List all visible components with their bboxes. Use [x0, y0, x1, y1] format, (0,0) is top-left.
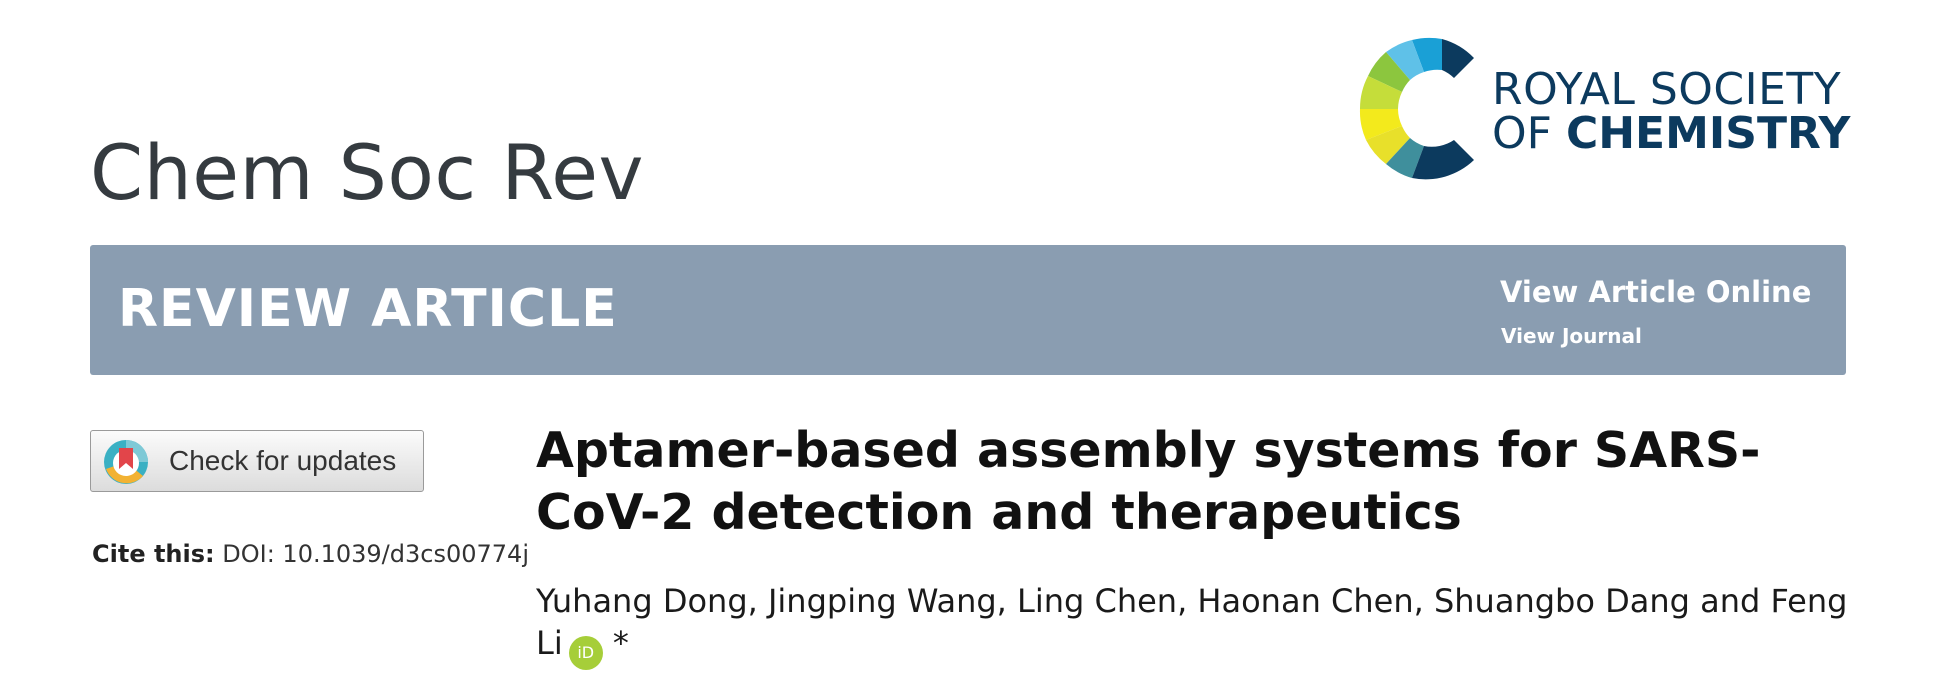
article-title: Aptamer-based assembly systems for SARS-… [536, 422, 1761, 541]
journal-title: Chem Soc Rev [90, 128, 644, 217]
orcid-icon[interactable]: iD [568, 636, 603, 670]
check-for-updates-button[interactable]: Check for updates [90, 430, 424, 492]
publisher-logo[interactable]: ROYAL SOCIETY OF CHEMISTRY [1352, 34, 1852, 184]
publisher-name-line1: ROYAL SOCIETY [1492, 64, 1842, 115]
view-journal-link[interactable]: View Journal [1501, 324, 1642, 348]
crossmark-icon [104, 440, 148, 484]
citation: Cite this: DOI: 10.1039/d3cs00774j [92, 540, 529, 568]
author-list: Yuhang Dong, Jingping Wang, Ling Chen, H… [536, 580, 1866, 670]
publisher-name-prefix: OF [1492, 108, 1566, 159]
check-for-updates-label: Check for updates [169, 445, 397, 476]
rsc-logo-icon [1359, 37, 1474, 180]
view-article-online-link[interactable]: View Article Online [1500, 275, 1812, 309]
cite-label: Cite this: [92, 540, 215, 568]
article-type-banner: REVIEW ARTICLE View Article Online View … [90, 245, 1846, 375]
publisher-name-line2: OF CHEMISTRY [1492, 108, 1850, 159]
article-type-label: REVIEW ARTICLE [118, 279, 618, 339]
cite-doi[interactable]: DOI: 10.1039/d3cs00774j [222, 540, 529, 568]
publisher-name-bold: CHEMISTRY [1565, 108, 1851, 159]
authors-text: Yuhang Dong, Jingping Wang, Ling Chen, H… [536, 582, 1848, 662]
corresponding-author-marker: * [612, 624, 629, 662]
